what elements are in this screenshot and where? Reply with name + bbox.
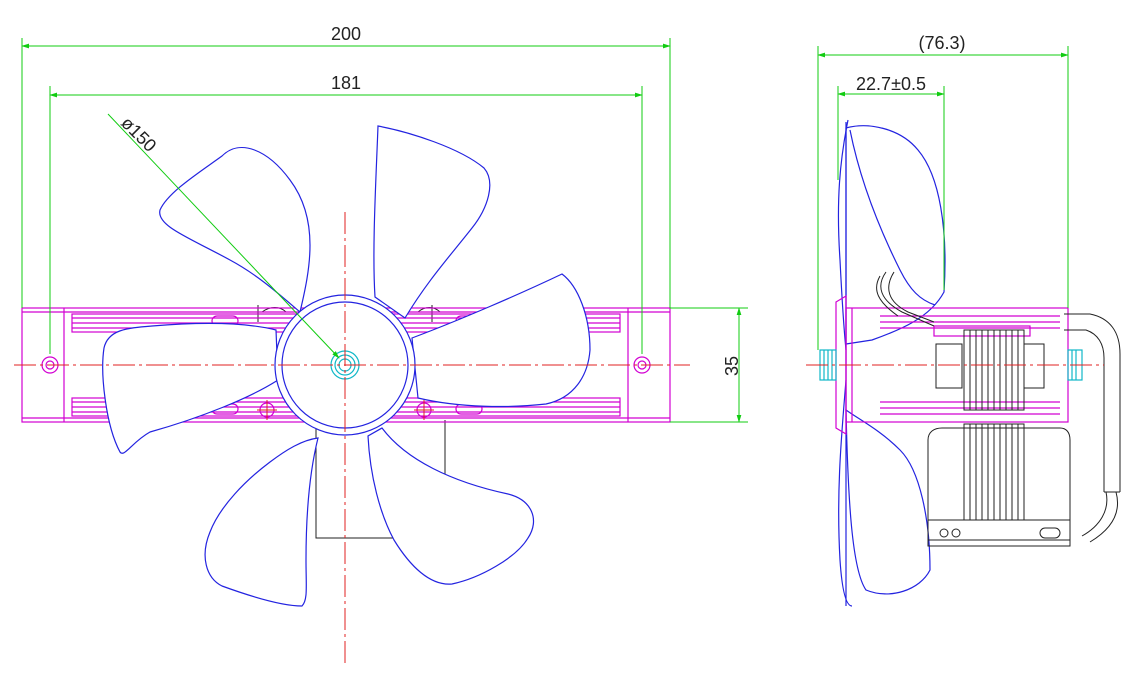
overall-width-label: 200: [331, 24, 361, 44]
dimension-200: 200: [21, 24, 671, 308]
dimension-22-7: 22.7±0.5: [837, 74, 945, 290]
overall-depth-label: (76.3): [918, 33, 965, 53]
wire-lead: [876, 271, 1121, 543]
motor-coil-side: [935, 329, 1045, 411]
side-view: [806, 119, 1121, 607]
dimension-181: 181: [49, 73, 643, 354]
center-lines-front: [14, 212, 690, 664]
fan-blade-profile: [837, 119, 946, 607]
hub-profile: [835, 294, 847, 436]
bracket-height-label: 35: [722, 356, 742, 376]
front-view: [14, 125, 690, 664]
fan-blades-front: [102, 125, 591, 607]
motor-frame-side: [927, 423, 1071, 547]
dimension-35: 35: [670, 307, 748, 423]
fan-diameter-label: ø150: [117, 113, 160, 156]
dimension-76-3: (76.3): [817, 33, 1069, 350]
mount-hole-spacing-label: 181: [331, 73, 361, 93]
blade-offset-label: 22.7±0.5: [856, 74, 926, 94]
